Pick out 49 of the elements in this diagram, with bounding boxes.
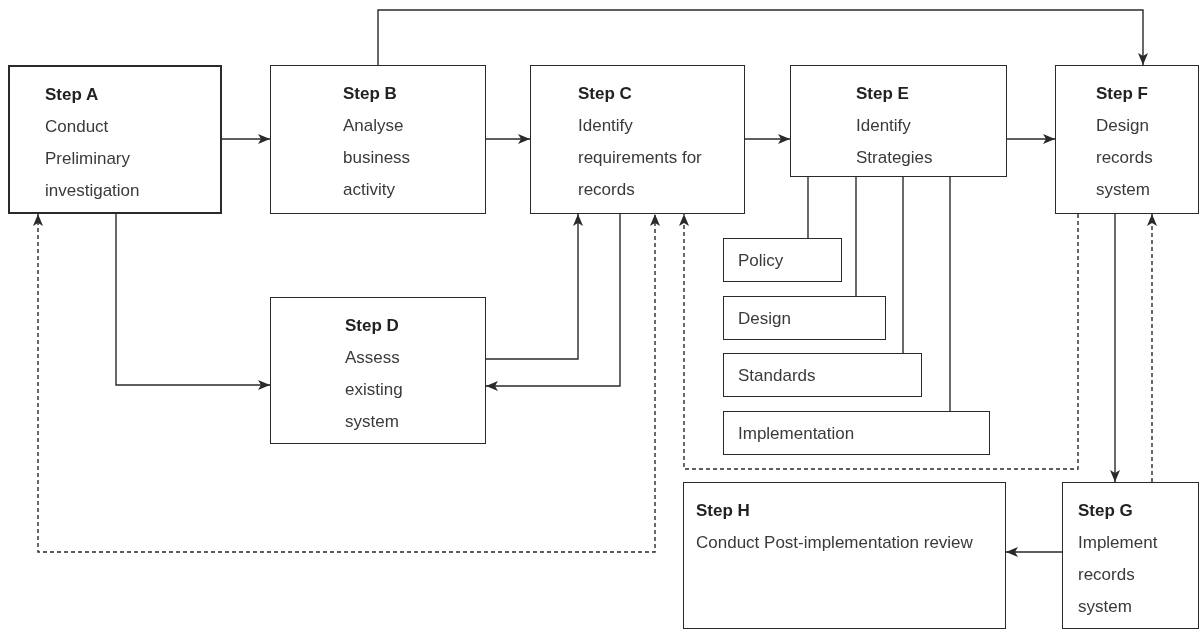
arrow <box>115 213 271 390</box>
process-box <box>8 65 222 214</box>
step-title: Step F <box>1096 83 1149 105</box>
step-description: Policy <box>738 250 785 272</box>
process-box <box>683 482 1006 629</box>
arrow <box>33 213 660 553</box>
arrow <box>485 213 621 391</box>
arrow <box>1110 213 1120 483</box>
connector-line <box>807 176 809 239</box>
step-description: Design records system <box>1096 115 1154 201</box>
connector-line <box>902 176 904 354</box>
step-title: Step A <box>45 84 100 106</box>
step-title: Step H <box>696 500 751 522</box>
arrow <box>377 9 1148 66</box>
process-box <box>790 65 1007 177</box>
arrow <box>485 134 531 144</box>
step-description: Analyse business activity <box>343 115 412 201</box>
process-box <box>723 411 990 455</box>
process-box <box>1062 482 1199 629</box>
arrow <box>1005 547 1063 557</box>
step-description: Implement records system <box>1078 532 1159 618</box>
process-box <box>723 238 842 282</box>
step-title: Step G <box>1078 500 1134 522</box>
step-description: Standards <box>738 365 817 387</box>
step-title: Step C <box>578 83 633 105</box>
step-description: Conduct Post-implementation review <box>696 532 974 554</box>
step-description: Conduct Preliminary investigation <box>45 116 141 202</box>
process-box <box>270 297 486 444</box>
arrow <box>1006 134 1056 144</box>
arrow <box>679 213 1079 470</box>
arrow <box>744 134 791 144</box>
process-box <box>270 65 486 214</box>
step-description: Design <box>738 308 792 330</box>
arrow <box>485 213 583 360</box>
step-title: Step E <box>856 83 910 105</box>
process-box <box>530 65 745 214</box>
process-box <box>723 296 886 340</box>
process-box <box>1055 65 1199 214</box>
connector-line <box>949 176 951 412</box>
connector-line <box>855 176 857 297</box>
step-description: Identify Strategies <box>856 115 934 169</box>
step-description: Identify requirements for records <box>578 115 703 201</box>
arrow <box>221 134 271 144</box>
step-description: Implementation <box>738 423 856 445</box>
step-title: Step B <box>343 83 398 105</box>
step-title: Step D <box>345 315 400 337</box>
process-box <box>723 353 922 397</box>
step-description: Assess existing system <box>345 347 404 433</box>
arrow <box>1147 213 1157 483</box>
